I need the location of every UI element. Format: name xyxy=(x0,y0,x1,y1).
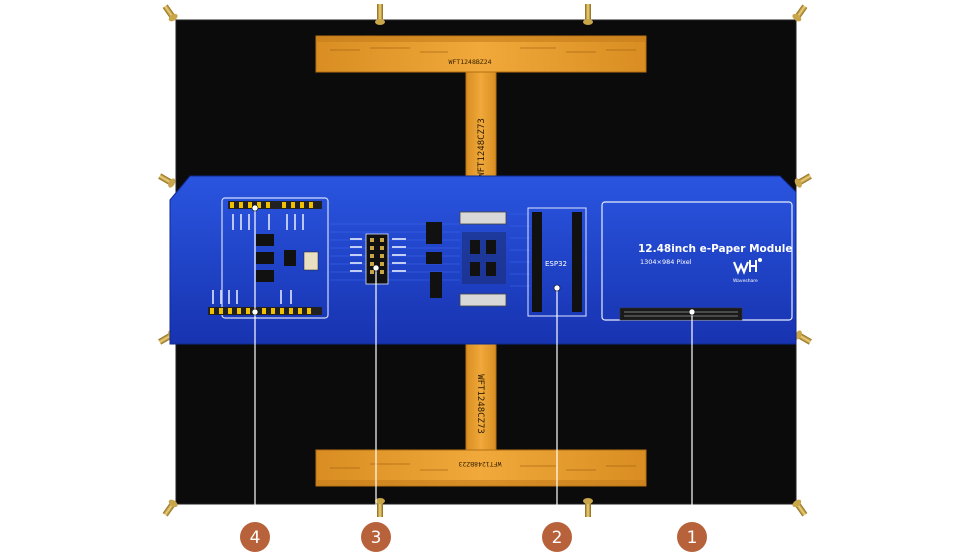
brand-text: Waveshare xyxy=(733,278,758,284)
module-resolution: 1304×984 Pixel xyxy=(640,258,692,266)
callout-4-number: 4 xyxy=(250,528,261,548)
callout-3: 3 xyxy=(361,522,391,552)
bottom-fpc-bar: WFT1248BZ23 xyxy=(315,449,647,487)
top-fpc-bar-label: WFT1248BZ24 xyxy=(448,58,491,66)
bottom-fpc-bar-label: WFT1248BZ23 xyxy=(458,460,501,468)
module-title: 12.48inch e-Paper Module xyxy=(638,243,792,255)
top-fpc-bar: WFT1248BZ24 xyxy=(315,35,647,73)
driver-board: ESP32 12.48inch e-Paper Module 1304×984 … xyxy=(169,175,797,345)
callout-1: 1 xyxy=(677,522,707,552)
module-info-area: 12.48inch e-Paper Module 1304×984 Pixel … xyxy=(601,201,793,321)
panel-connector xyxy=(619,307,743,321)
callout-2: 2 xyxy=(542,522,572,552)
arduino-shield-header xyxy=(208,197,329,319)
bottom-fpc-vertical-label: WFT1248CZ73 xyxy=(475,374,485,434)
callout-1-number: 1 xyxy=(687,528,698,548)
standoffs xyxy=(158,4,812,517)
callout-2-number: 2 xyxy=(552,528,563,548)
callout-4: 4 xyxy=(240,522,270,552)
callout-3-number: 3 xyxy=(371,528,382,548)
bottom-fpc-connector xyxy=(459,293,507,307)
top-fpc-vertical-label: WFT1248CZ73 xyxy=(477,118,487,178)
spi-header xyxy=(350,233,406,285)
top-fpc-connector xyxy=(459,211,507,225)
waveshare-logo: Waveshare xyxy=(732,258,762,284)
esp32-label: ESP32 xyxy=(545,260,567,268)
